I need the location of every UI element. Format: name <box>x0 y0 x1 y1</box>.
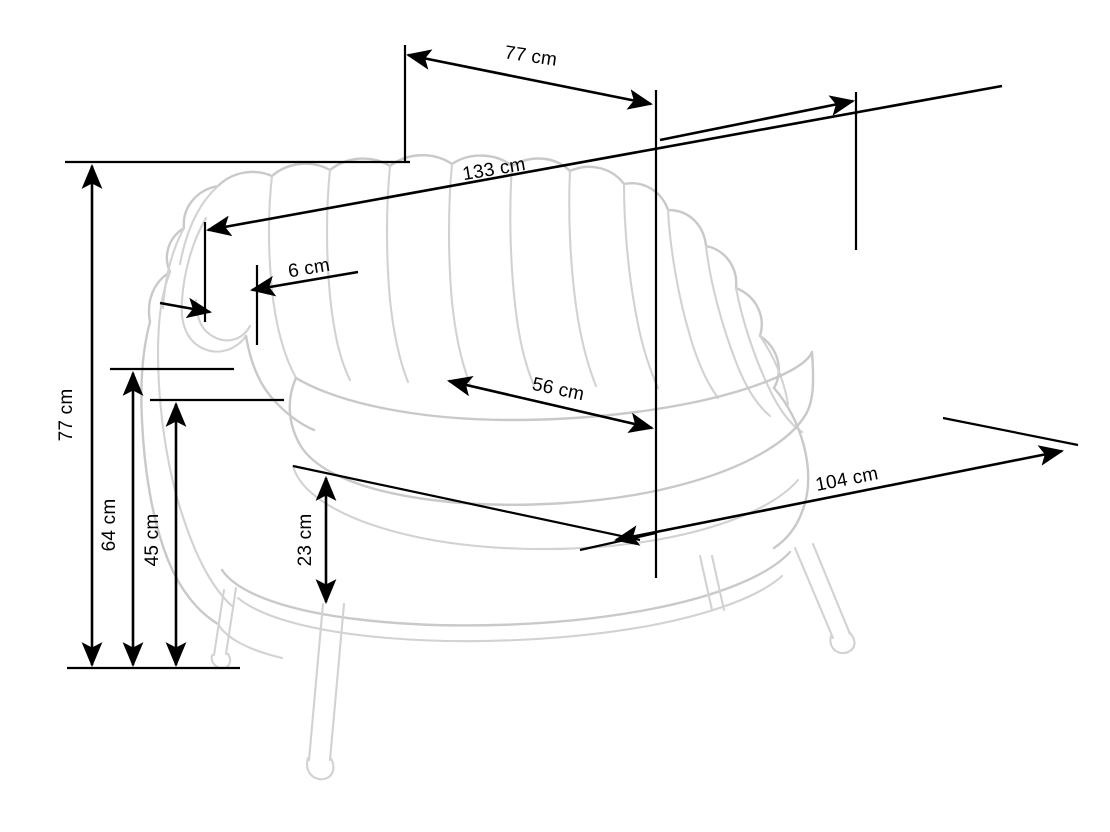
seat-cushion-thickness <box>291 464 800 551</box>
back-seam-9 <box>704 244 772 418</box>
dim-arrow-right-depth <box>659 95 856 142</box>
dim-label-width-back: 133 cm <box>461 154 527 185</box>
dim-arrow-6cm-left <box>159 297 213 319</box>
dim-label-depth-top: 77 cm <box>503 42 558 71</box>
back-seam-4 <box>447 162 472 386</box>
leg-back-left <box>212 586 238 657</box>
dimension-width-back: 133 cm <box>65 84 1003 322</box>
ext-line-104cm-right <box>942 416 1079 447</box>
back-seam-8 <box>666 208 720 400</box>
dim-arrow-seat-depth <box>446 376 655 433</box>
dim-label-seat-width: 104 cm <box>814 463 880 496</box>
dim-label-height-total: 77 cm <box>56 389 77 442</box>
dim-label-height-arm-inner: 45 cm <box>142 514 163 567</box>
dim-arrow-seat-width <box>613 445 1065 546</box>
back-seam-6 <box>568 169 598 388</box>
dim-arrow-6cm-right <box>249 270 359 297</box>
dim-arrow-depth-top <box>405 49 654 110</box>
left-arm-scroll-1 <box>156 270 234 608</box>
leg-front-right <box>793 542 852 640</box>
left-arm-scroll-3 <box>178 184 220 266</box>
left-arm-scroll-2 <box>161 226 186 310</box>
dimension-depth-top: 77 cm <box>403 42 654 163</box>
dim-arrow-width-back <box>205 84 1003 237</box>
sofa-outline <box>140 154 856 781</box>
back-seam-2 <box>325 168 352 382</box>
dimension-height-arm-inner: 45 cm <box>142 398 284 668</box>
dim-label-seat-height: 23 cm <box>295 514 316 567</box>
dimension-height-armrest: 64 cm <box>99 367 234 668</box>
right-arm-outer <box>772 386 810 550</box>
back-seam-5 <box>509 164 536 388</box>
seat-cushion-front <box>288 350 815 506</box>
back-seam-7 <box>622 182 660 390</box>
leg-back-right <box>698 554 726 612</box>
back-panel-left-edge <box>244 334 316 432</box>
sofa-base-front <box>220 550 792 627</box>
leg-front-left-foot <box>306 755 335 781</box>
leg-front-right-foot <box>829 630 856 655</box>
left-arm-inner-roll <box>180 216 248 353</box>
left-arm-outer <box>140 320 220 626</box>
leg-front-left <box>307 602 346 762</box>
shell-back-outer-silhouette <box>147 154 781 390</box>
dim-label-height-armrest: 64 cm <box>99 499 120 552</box>
leg-back-left-foot <box>210 652 232 670</box>
extension-right-depth <box>659 92 858 250</box>
ext-line-23cm-top <box>292 464 641 542</box>
dimension-seat-width: 104 cm <box>579 416 1079 552</box>
dimension-armrest-thickness: 6 cm <box>159 255 359 345</box>
right-arm-inner <box>758 334 790 406</box>
dimension-seat-height: 23 cm <box>292 464 641 605</box>
back-seam-3 <box>385 164 410 384</box>
back-seam-10 <box>734 286 804 434</box>
left-base-curve <box>216 622 284 660</box>
dimension-height-total: 77 cm <box>56 163 103 668</box>
